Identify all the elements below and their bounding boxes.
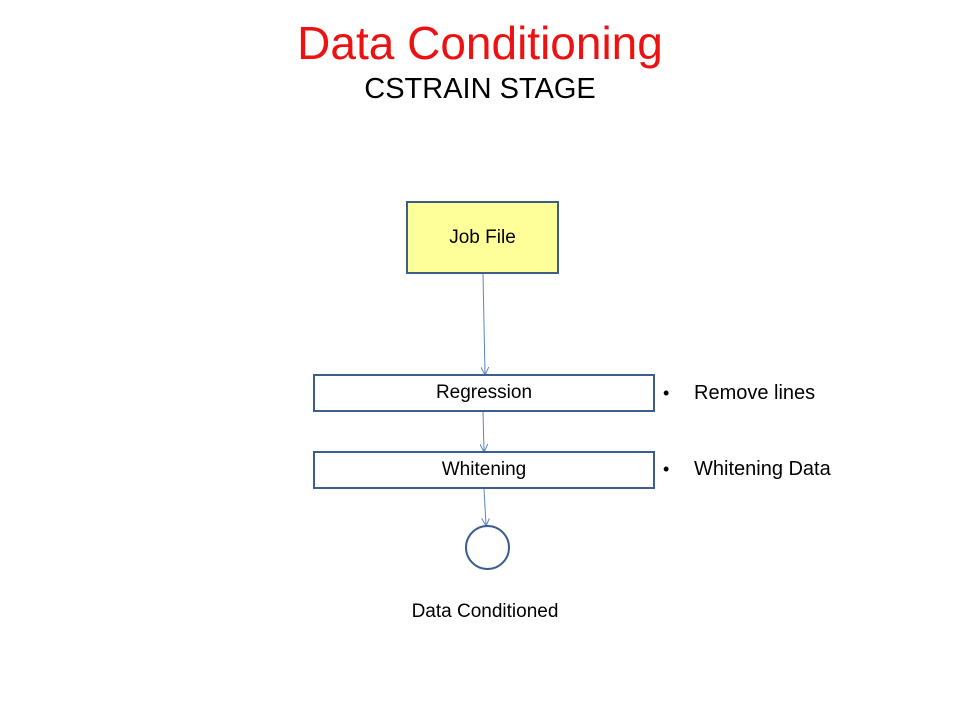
end-node-label: Data Conditioned — [411, 601, 559, 622]
arrow-regression-to-whitening — [483, 411, 484, 451]
regression-note: • Remove lines — [663, 380, 815, 406]
job-file-label: Job File — [449, 226, 516, 248]
whitening-note: • Whitening Data — [663, 456, 831, 482]
bullet-icon: • — [663, 383, 670, 403]
slide-title: Data Conditioning — [297, 17, 663, 69]
whitening-label: Whitening — [441, 459, 527, 480]
regression-note-text: Remove lines — [694, 382, 816, 404]
end-node-circle — [465, 525, 510, 570]
slide-subtitle: CSTRAIN STAGE — [364, 73, 596, 105]
arrow-job-to-regression — [483, 273, 485, 374]
whitening-box: Whitening — [313, 451, 655, 489]
whitening-note-text: Whitening Data — [694, 458, 831, 480]
bullet-icon: • — [663, 459, 670, 479]
regression-box: Regression — [313, 374, 655, 412]
job-file-box: Job File — [406, 201, 559, 274]
arrow-whitening-to-end — [484, 488, 486, 525]
regression-label: Regression — [435, 382, 533, 403]
